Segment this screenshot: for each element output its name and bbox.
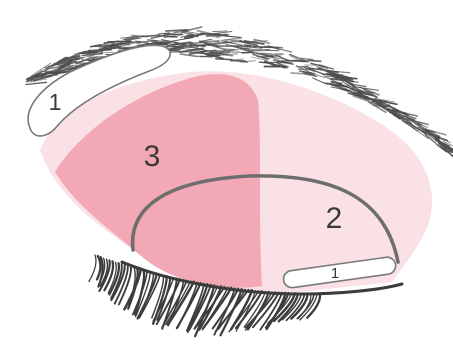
zone-label-crease: 3: [144, 140, 161, 173]
eyebrow-hair: [89, 50, 111, 51]
eyebrow-hair: [89, 57, 104, 58]
eyebrow-hair: [271, 54, 283, 55]
eyebrow-hair: [224, 54, 238, 55]
eyelash: [97, 256, 100, 279]
eyebrow-hair: [207, 52, 229, 53]
eyebrow-hair: [26, 82, 46, 84]
eyebrow-hair: [182, 48, 193, 49]
zone-label-outer-lid: 2: [326, 202, 343, 235]
eyebrow-hair: [228, 52, 249, 53]
eyebrow-hair: [216, 59, 232, 60]
eyelash: [89, 255, 96, 282]
zone-label-brow-highlight: 1: [49, 89, 62, 115]
eyebrow-hair: [172, 38, 194, 42]
zone-label-inner-highlight: 1: [331, 265, 339, 282]
eyebrow-hair: [213, 31, 227, 32]
eyebrow-hair: [108, 41, 131, 42]
eyebrow-hair: [313, 78, 327, 84]
eyebrow-hair: [259, 47, 278, 48]
eyebrow-hair: [309, 60, 321, 61]
